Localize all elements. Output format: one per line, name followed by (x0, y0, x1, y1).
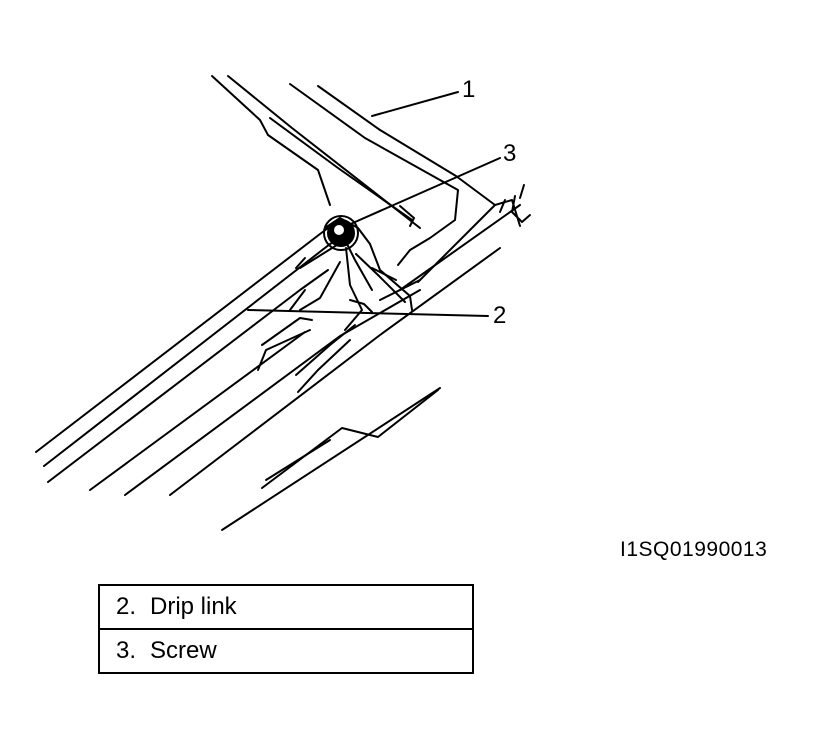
roof-panel (211, 75, 496, 266)
technical-illustration (35, 75, 531, 531)
leader-line-1 (371, 91, 459, 117)
leader-line-3 (345, 157, 501, 227)
legend-number: 2. (115, 593, 136, 620)
roof-rail (35, 184, 531, 531)
legend-number: 3. (115, 637, 136, 664)
figure-id: I1SQ01990013 (620, 538, 768, 561)
legend-label: Screw (150, 637, 217, 664)
drip-link (257, 217, 413, 393)
legend-label: Drip link (150, 593, 237, 620)
screw-icon (323, 215, 359, 251)
legend-row: 2. Drip link (98, 584, 474, 630)
leader-line-2 (247, 309, 489, 317)
legend-table: 2. Drip link 3. Screw (98, 584, 474, 674)
leader-lines (247, 91, 501, 317)
legend-row: 3. Screw (98, 628, 474, 674)
callout-number-2: 2 (493, 302, 507, 329)
callout-number-3: 3 (503, 140, 517, 167)
callout-number-1: 1 (462, 76, 476, 103)
